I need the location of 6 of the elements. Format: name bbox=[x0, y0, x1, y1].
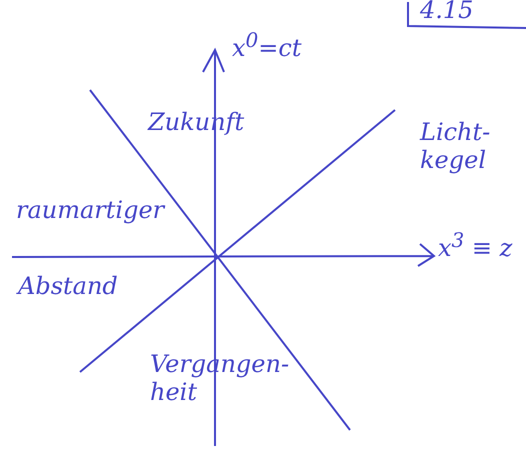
region-label: raumartiger bbox=[16, 196, 164, 224]
figure-number: 4.15 bbox=[420, 0, 474, 24]
axis-label: x$^{0}$=ct bbox=[232, 27, 302, 62]
axis-label: x$^{3}$ ≡ z bbox=[438, 227, 512, 262]
region-label: Abstand bbox=[18, 272, 118, 300]
region-label: Licht- kegel bbox=[420, 118, 492, 174]
